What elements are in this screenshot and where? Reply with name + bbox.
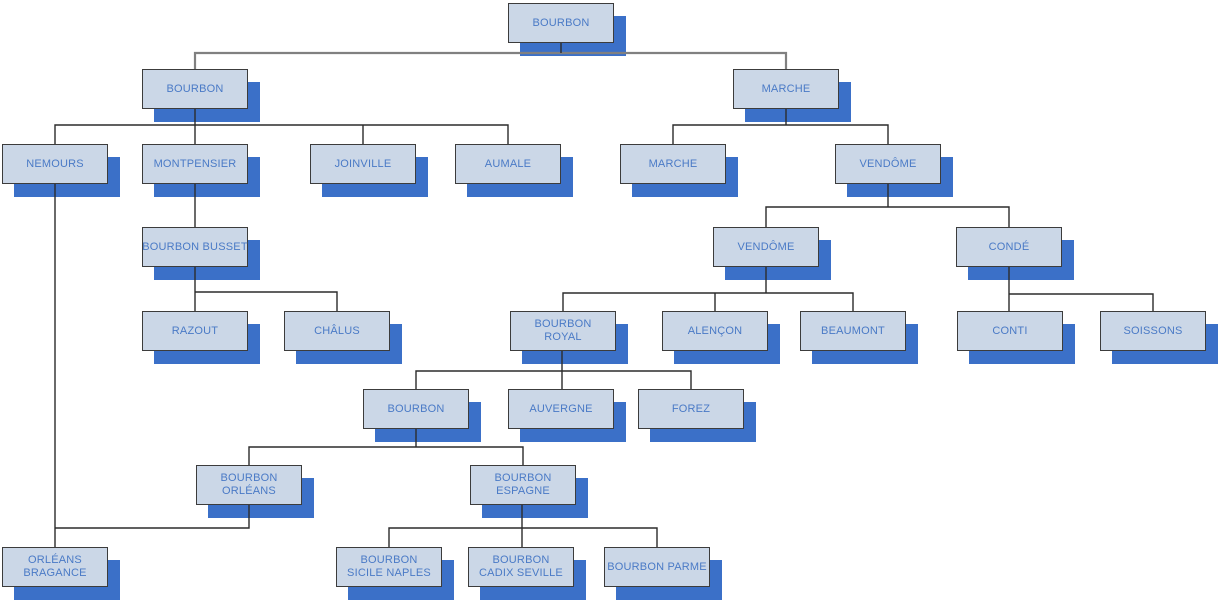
node-label: JOINVILLE <box>334 157 392 170</box>
node-label: BOURBON <box>220 472 278 484</box>
node-label: RAZOUT <box>171 324 219 337</box>
node-vendome-2: VENDÔME <box>835 144 941 184</box>
node-joinville: JOINVILLE <box>310 144 416 184</box>
node-label: AUMALE <box>484 157 532 170</box>
node-bourbon-branch: BOURBON <box>142 69 248 109</box>
node-label: ALENÇON <box>687 324 743 337</box>
node-label: MONTPENSIER <box>153 157 237 170</box>
node-marche-2: MARCHE <box>620 144 726 184</box>
node-label: BRAGANCE <box>23 567 87 579</box>
connector <box>388 527 658 547</box>
connector <box>562 292 854 311</box>
node-label: ESPAGNE <box>496 485 550 497</box>
node-label: CONDÉ <box>988 240 1030 253</box>
node-label: BOURBON PARME <box>607 560 707 573</box>
node-vendome-3: VENDÔME <box>713 227 819 267</box>
node-razout: RAZOUT <box>142 311 248 351</box>
node-label: NEMOURS <box>26 157 84 170</box>
connector <box>193 51 788 69</box>
node-label: ROYAL <box>544 331 582 343</box>
connector <box>195 291 338 311</box>
node-label: VENDÔME <box>737 240 795 253</box>
node-bourbon-root: BOURBON <box>508 3 614 43</box>
node-label: SICILE NAPLES <box>347 567 431 579</box>
node-soissons: SOISSONS <box>1100 311 1206 351</box>
connector <box>54 124 509 144</box>
node-label: CONTI <box>992 324 1028 337</box>
node-alencon: ALENÇON <box>662 311 768 351</box>
connector <box>672 124 889 144</box>
node-label: CADIX SEVILLE <box>479 567 563 579</box>
node-conde: CONDÉ <box>956 227 1062 267</box>
node-montpensier: MONTPENSIER <box>142 144 248 184</box>
node-label: AUVERGNE <box>529 402 593 415</box>
node-conti: CONTI <box>957 311 1063 351</box>
node-forez: FOREZ <box>638 389 744 429</box>
connector <box>55 505 250 529</box>
node-label: VENDÔME <box>859 157 917 170</box>
node-label: BOURBON <box>166 82 224 95</box>
node-bourbon-5: BOURBON <box>363 389 469 429</box>
node-label: MARCHE <box>648 157 698 170</box>
node-label: BOURBON <box>360 554 418 566</box>
connector <box>1009 293 1154 311</box>
node-beaumont: BEAUMONT <box>800 311 906 351</box>
node-aumale: AUMALE <box>455 144 561 184</box>
node-label: MARCHE <box>761 82 811 95</box>
node-label: BOURBON <box>492 554 550 566</box>
node-label: BOURBON <box>387 402 445 415</box>
node-label: BOURBON BUSSET <box>142 240 248 253</box>
connector <box>248 446 524 465</box>
node-bourbon-parme: BOURBON PARME <box>604 547 710 587</box>
node-bourbon-busset: BOURBON BUSSET <box>142 227 248 267</box>
node-label: FOREZ <box>671 402 711 415</box>
node-label: ORLÉANS <box>222 485 276 497</box>
node-label: CHÂLUS <box>314 324 360 337</box>
node-label: BEAUMONT <box>821 324 885 337</box>
connector <box>765 206 1010 227</box>
node-label: BOURBON <box>494 472 552 484</box>
node-chalus: CHÂLUS <box>284 311 390 351</box>
node-label: ORLÉANS <box>28 554 82 566</box>
node-marche-branch: MARCHE <box>733 69 839 109</box>
node-label: BOURBON <box>532 16 590 29</box>
node-label: BOURBON <box>534 318 592 330</box>
node-nemours: NEMOURS <box>2 144 108 184</box>
node-label: SOISSONS <box>1123 324 1183 337</box>
node-auvergne: AUVERGNE <box>508 389 614 429</box>
connector <box>415 370 692 389</box>
